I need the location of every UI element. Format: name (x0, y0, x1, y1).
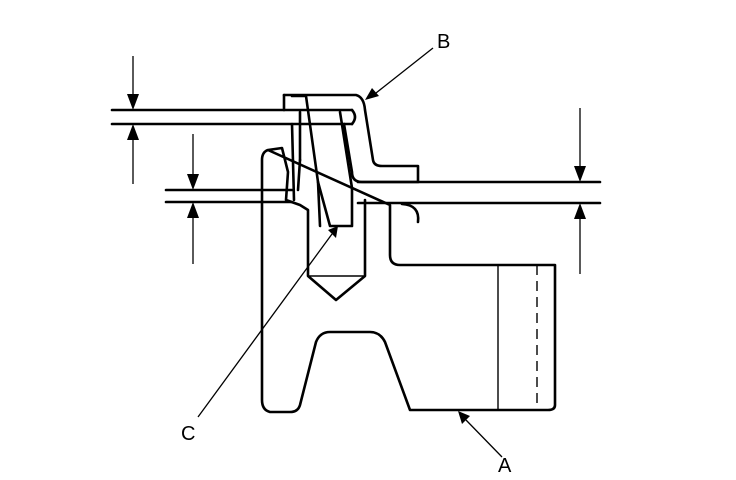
callout-label-b: B (437, 31, 450, 53)
dimension-arrows-right (574, 108, 586, 274)
upper-panel (110, 108, 357, 126)
dimension-arrows-upper-left (127, 56, 139, 184)
callout-label-a: A (498, 455, 512, 477)
dimension-arrows-lower-left (187, 134, 199, 264)
callout-leaders (197, 47, 503, 458)
callout-label-c: C (181, 423, 195, 445)
lower-panel (164, 180, 602, 205)
clip-body (260, 146, 557, 414)
locking-tab (290, 94, 354, 228)
retainer-head (282, 93, 420, 192)
